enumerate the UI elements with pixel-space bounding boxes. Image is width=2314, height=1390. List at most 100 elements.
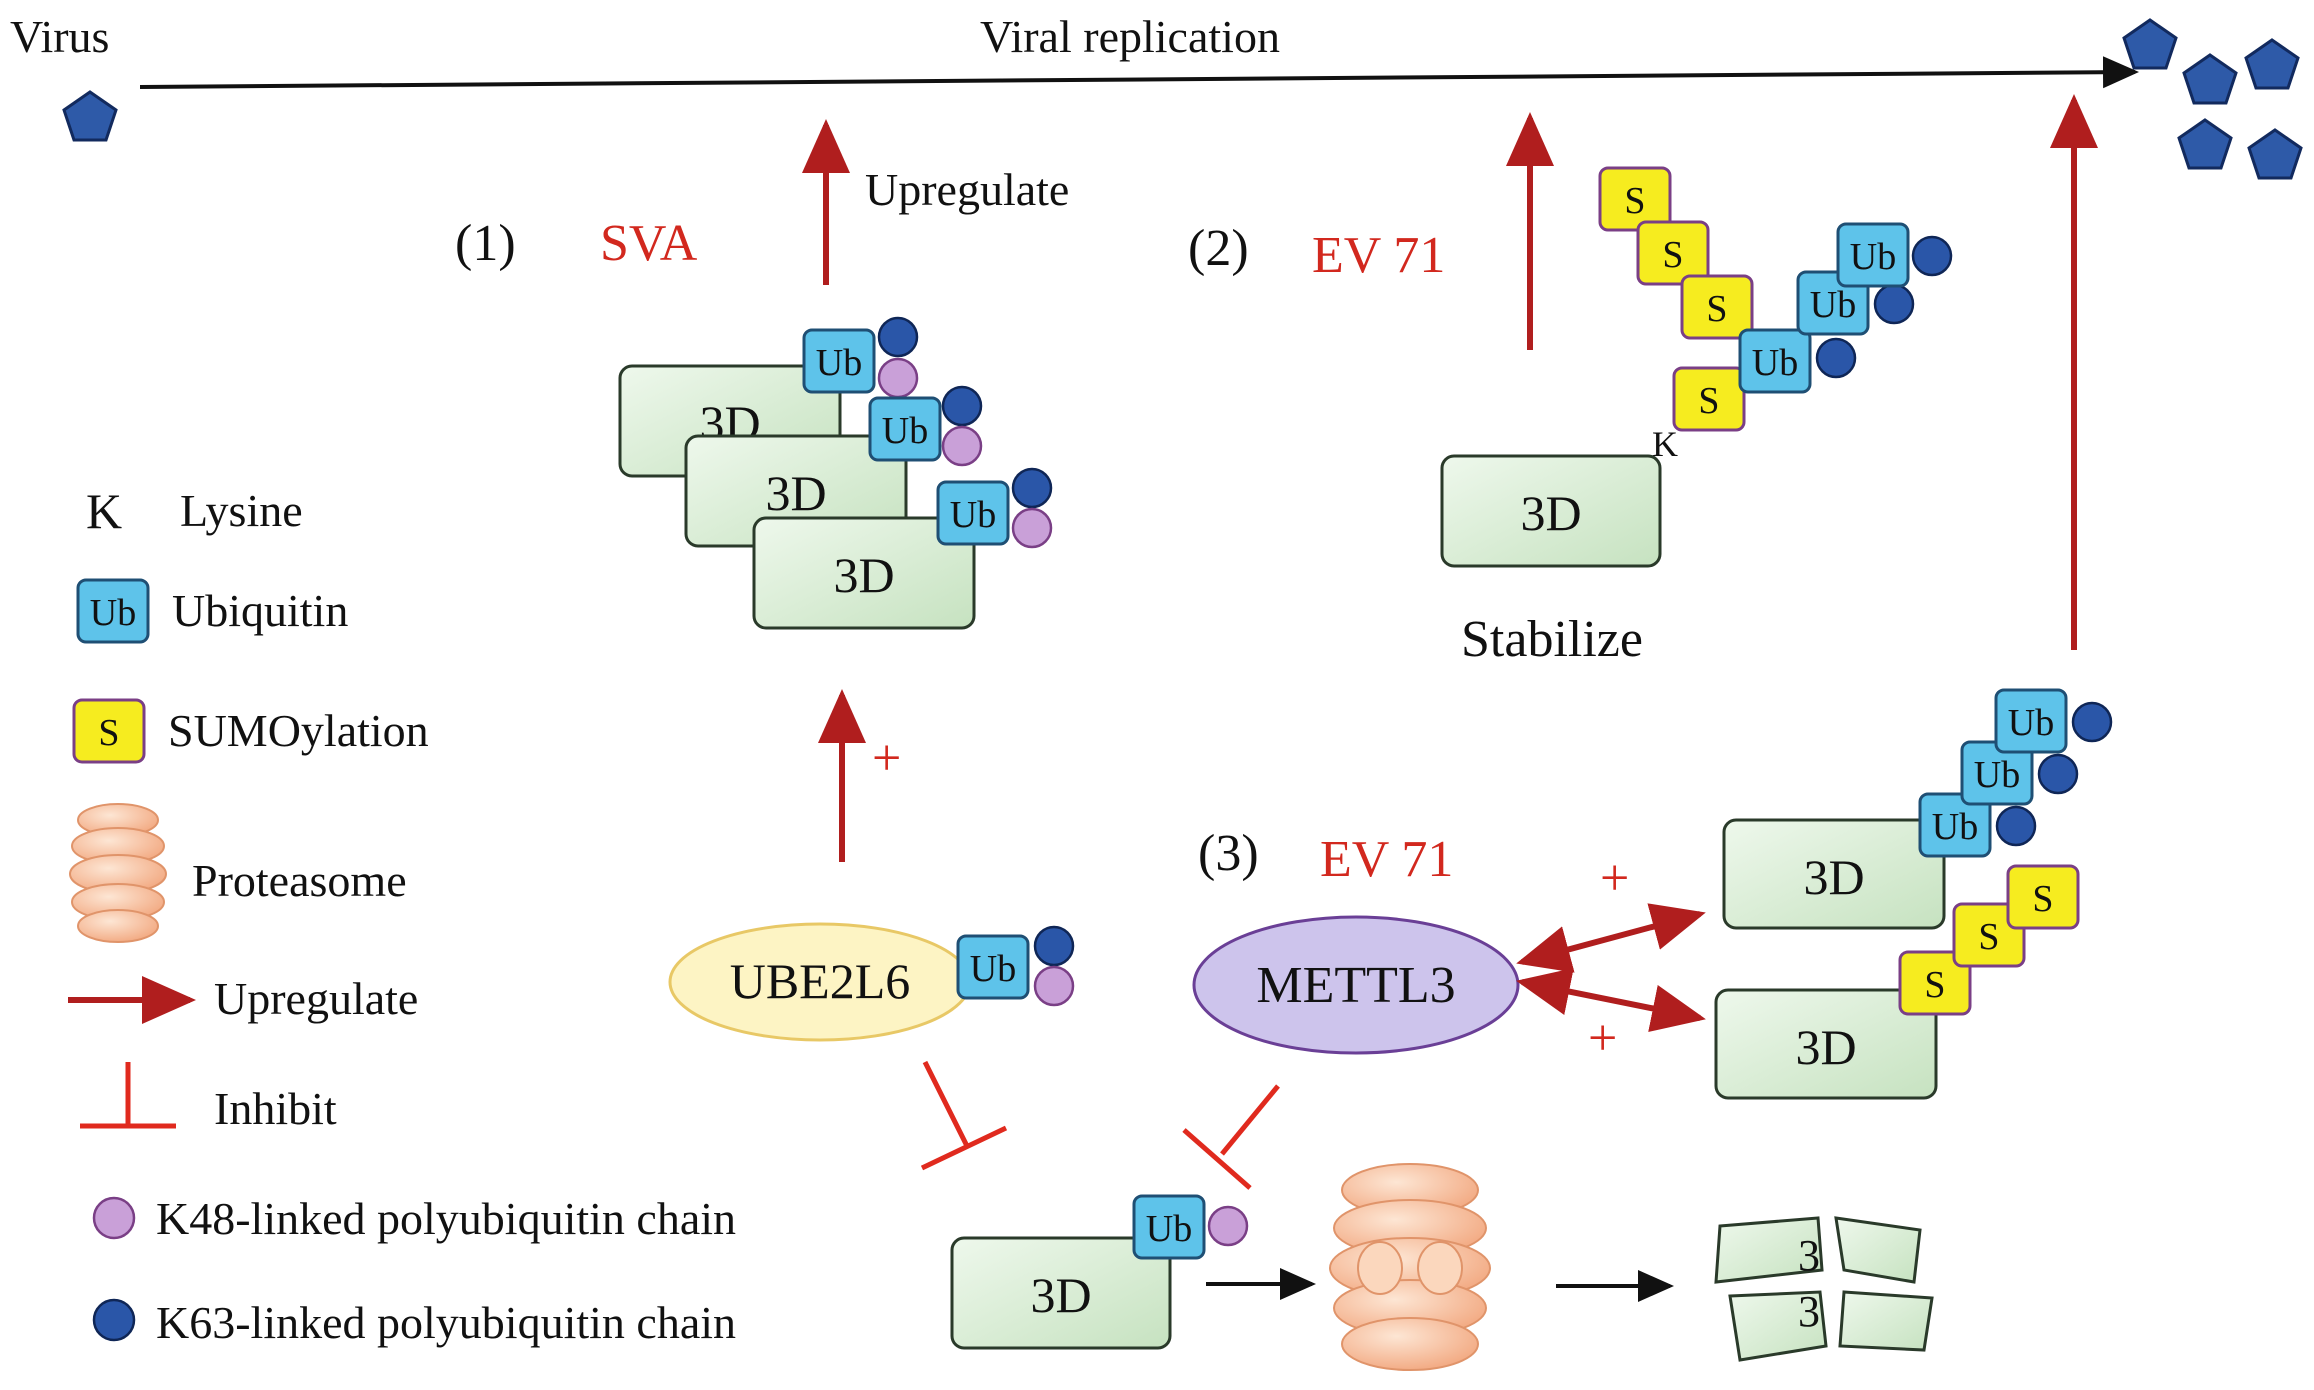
panel3-ub-3d-label: 3D <box>1803 849 1864 905</box>
panel1-3d-box-3 <box>752 516 976 630</box>
panel2-sumo-tag-4 <box>1672 366 1746 432</box>
legend-proteasome-label: Proteasome <box>192 855 407 906</box>
panel2-number: (2) <box>1188 220 1249 277</box>
panel3-sumo-3d-label: 3D <box>1795 1019 1856 1075</box>
panel2-sumo-label-4: S <box>1698 380 1719 422</box>
panel1-3d-label-3: 3D <box>833 547 894 603</box>
panel3-virus-label: EV 71 <box>1320 831 1453 888</box>
legend-sumo-symbol: S <box>98 712 119 754</box>
panel2-3d-label: 3D <box>1520 485 1581 541</box>
panel2-sumo-label-1: S <box>1624 180 1645 222</box>
degraded-3d-fragments: 3 3 <box>1714 1216 1934 1362</box>
panel1-ub-tag-3 <box>936 480 1010 546</box>
k48-dot <box>1011 507 1053 549</box>
k63-dot <box>1033 925 1075 967</box>
ube2l6-ub-label: Ub <box>970 948 1016 990</box>
panel1-number: (1) <box>455 215 516 272</box>
panel2-stabilized-3d: 3D K S S S S Ub Ub Ub <box>1440 166 1953 568</box>
panel2-ub-tag-3 <box>1836 222 1910 288</box>
proteasome-icon <box>69 803 167 943</box>
panel1-ub-label-3: Ub <box>950 494 996 536</box>
k63-dot <box>1873 283 1915 325</box>
panel2-sumo-tag-3 <box>1680 274 1754 340</box>
panel2-sumo-label-2: S <box>1662 234 1683 276</box>
panel3-ub-3d-box <box>1722 818 1946 930</box>
panel2-ub-label-1: Ub <box>1752 342 1798 384</box>
legend: K Lysine Ub Ubiquitin S SUMOylation Prot… <box>68 483 736 1348</box>
ube2l6-inhibit-line <box>920 1060 1008 1171</box>
degradation-3d-box <box>950 1236 1172 1350</box>
k48-dot <box>941 425 983 467</box>
virus-icon <box>62 90 118 142</box>
panel3-sumo-label-1: S <box>1924 964 1945 1006</box>
k63-dot <box>2071 701 2113 743</box>
virus-progeny-icon <box>2122 18 2303 180</box>
panel2-sumo-tag-1 <box>1598 166 1672 232</box>
mettl3-to-ub-3d-arrow <box>1516 903 1706 973</box>
panel3-sumo-tag-1 <box>1898 950 1972 1016</box>
legend-k48-dot <box>92 1196 136 1240</box>
panel3-number: (3) <box>1198 825 1259 882</box>
proteasome-icon <box>1329 1163 1491 1371</box>
legend-k63-dot <box>92 1298 136 1342</box>
panel2-sumo-label-3: S <box>1706 288 1727 330</box>
legend-k63-label: K63-linked polyubiquitin chain <box>156 1297 736 1348</box>
legend-sumo-swatch <box>72 698 146 764</box>
panel1-virus-label: SVA <box>600 215 698 272</box>
panel1-ub-label-1: Ub <box>816 342 862 384</box>
panel2-ub-label-2: Ub <box>1810 284 1856 326</box>
k48-dot <box>1207 1205 1249 1247</box>
mettl3-inhibit-line <box>1182 1084 1280 1190</box>
degradation-3d: 3D Ub <box>950 1194 1249 1350</box>
legend-k48-label: K48-linked polyubiquitin chain <box>156 1193 736 1244</box>
panel3-ub-tag-1 <box>1918 792 1992 858</box>
legend-inhibit-label: Inhibit <box>214 1083 337 1134</box>
legend-lysine-symbol: K <box>86 483 122 539</box>
panel3-ub-label-3: Ub <box>2008 702 2054 744</box>
legend-ubiquitin-label: Ubiquitin <box>172 585 348 636</box>
panel1-3d-label-2: 3D <box>765 465 826 521</box>
legend-ubiquitin-symbol: Ub <box>90 592 136 634</box>
k63-dot <box>1911 235 1953 277</box>
k63-dot <box>941 385 983 427</box>
degradation-ub-label: Ub <box>1146 1208 1192 1250</box>
k48-dot <box>877 357 919 399</box>
panel2-lysine-label: K <box>1652 424 1678 464</box>
panel3-plus-top: + <box>1600 850 1629 907</box>
viral-replication-label: Viral replication <box>980 11 1280 62</box>
panel2-ub-label-3: Ub <box>1850 236 1896 278</box>
k63-dot <box>1815 337 1857 379</box>
panel3-ub-tag-3 <box>1994 688 2068 754</box>
panel1-ub-tag-1 <box>802 328 876 394</box>
panel3-sumo-label-3: S <box>2032 878 2053 920</box>
panel2-sumo-tag-2 <box>1636 220 1710 286</box>
panel3-sumo-tag-3 <box>2006 864 2080 930</box>
panel1-plus-sign: + <box>872 730 901 787</box>
panel3-sumo-3d-box <box>1714 988 1938 1100</box>
viral-replication-arrow <box>139 56 2139 89</box>
fragment-label-bottom: 3 <box>1798 1287 1820 1336</box>
k48-dot <box>1033 965 1075 1007</box>
ube2l6-label: UBE2L6 <box>730 953 911 1009</box>
panel2-ub-tag-1 <box>1738 328 1812 394</box>
panel2-3d-box <box>1440 454 1662 568</box>
panel3-plus-bottom: + <box>1588 1010 1617 1067</box>
fragment-label-top: 3 <box>1798 1231 1820 1280</box>
k63-dot <box>1011 467 1053 509</box>
mettl3-label: METTL3 <box>1256 957 1455 1014</box>
degradation-3d-label: 3D <box>1030 1267 1091 1323</box>
legend-ubiquitin-swatch <box>76 578 150 644</box>
legend-sumo-label: SUMOylation <box>168 705 429 756</box>
k63-dot <box>877 316 919 358</box>
panel2-virus-label: EV 71 <box>1312 227 1445 284</box>
panel3-ub-label-2: Ub <box>1974 754 2020 796</box>
degradation-ub-tag <box>1132 1194 1206 1260</box>
panel1-3d-stack: 3D 3D 3D Ub Ub Ub <box>618 316 1053 630</box>
panel1-upregulate-label: Upregulate <box>865 164 1069 215</box>
k63-dot <box>2037 753 2079 795</box>
virus-label: Virus <box>10 11 109 62</box>
panel1-ub-tag-2 <box>868 396 942 462</box>
panel2-stabilize-label: Stabilize <box>1461 611 1643 668</box>
legend-lysine-label: Lysine <box>180 485 303 536</box>
